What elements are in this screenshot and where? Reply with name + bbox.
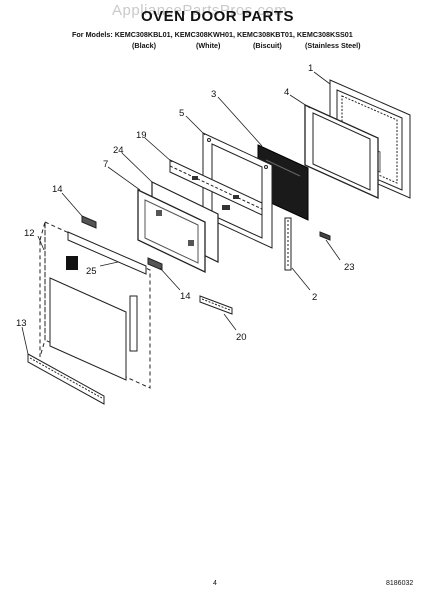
part-19-baffle [169, 159, 263, 216]
callout-24: 24 [113, 145, 124, 156]
callout-20: 20 [236, 332, 247, 343]
finish-biscuit: (Biscuit) [253, 41, 282, 50]
callout-7: 7 [103, 159, 108, 170]
callout-2: 2 [312, 292, 317, 303]
page-number: 4 [213, 580, 217, 587]
part-12-outer-door-dashed [39, 221, 151, 389]
callout-3: 3 [211, 89, 216, 100]
callout-5: 5 [179, 108, 184, 119]
part-25-handle [66, 231, 147, 275]
finish-black: (Black) [132, 41, 156, 50]
models-line: For Models: KEMC308KBL01, KEMC308KWH01, … [72, 30, 353, 39]
part-23-clip [319, 231, 331, 241]
part-5-inner-frame [202, 132, 273, 249]
part-7-glass-panel [137, 188, 206, 274]
watermark-text: AppliancePartsPros.com [112, 2, 288, 19]
callout-1: 1 [308, 63, 313, 74]
callout-19: 19 [136, 130, 147, 141]
finish-stainless: (Stainless Steel) [305, 41, 361, 50]
callout-23: 23 [344, 262, 355, 273]
callout-14-bottom: 14 [180, 291, 191, 302]
part-14-bracket-a [81, 215, 97, 229]
part-20-handle-trim [199, 295, 233, 315]
document-number: 8186032 [386, 580, 414, 587]
part-12-inner-panel [49, 277, 138, 381]
callout-4: 4 [284, 87, 289, 98]
leader-lines [21, 71, 341, 355]
callout-13: 13 [16, 318, 27, 329]
callout-14-top: 14 [52, 184, 63, 195]
part-2-hinge [284, 217, 292, 271]
callout-12: 12 [24, 228, 35, 239]
page-title: OVEN DOOR PARTS [140, 8, 295, 25]
callout-25: 25 [86, 266, 97, 277]
finish-white: (White) [196, 41, 221, 50]
part-4-frame [304, 103, 379, 200]
part-13-trim [27, 353, 105, 405]
